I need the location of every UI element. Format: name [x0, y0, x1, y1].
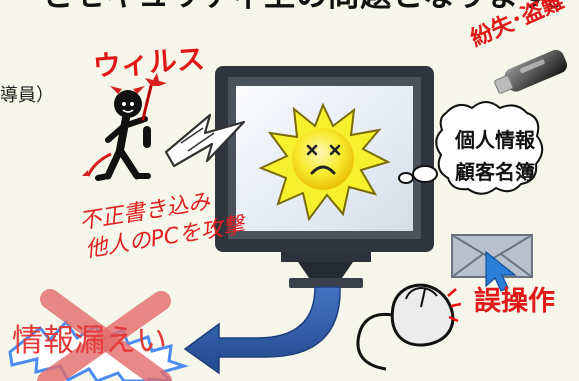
information-leak-label: 情報漏えい [12, 323, 167, 359]
left-caption-partial: 導員） [0, 85, 54, 106]
thought-bubble-icon [398, 101, 544, 195]
monitor-icon [215, 66, 434, 288]
thought-bubble-line-2: 顧客名簿 [455, 160, 535, 184]
virus-devil-icon [82, 73, 167, 181]
misoperation-label: 誤操作 [474, 286, 555, 317]
explosion-icon [258, 102, 391, 222]
lightning-icon [164, 113, 246, 168]
thought-bubble-line-1: 個人情報 [455, 128, 535, 152]
warning-x-icon [8, 289, 190, 381]
heading-partial-text: とセキュリティ上の問題となります。 [42, 0, 579, 12]
mouse-icon [356, 283, 462, 371]
virus-label: ウィルス [91, 42, 206, 83]
usb-drive-icon [494, 49, 568, 94]
envelope-icon [451, 234, 533, 292]
left-arrow-icon [183, 286, 341, 375]
